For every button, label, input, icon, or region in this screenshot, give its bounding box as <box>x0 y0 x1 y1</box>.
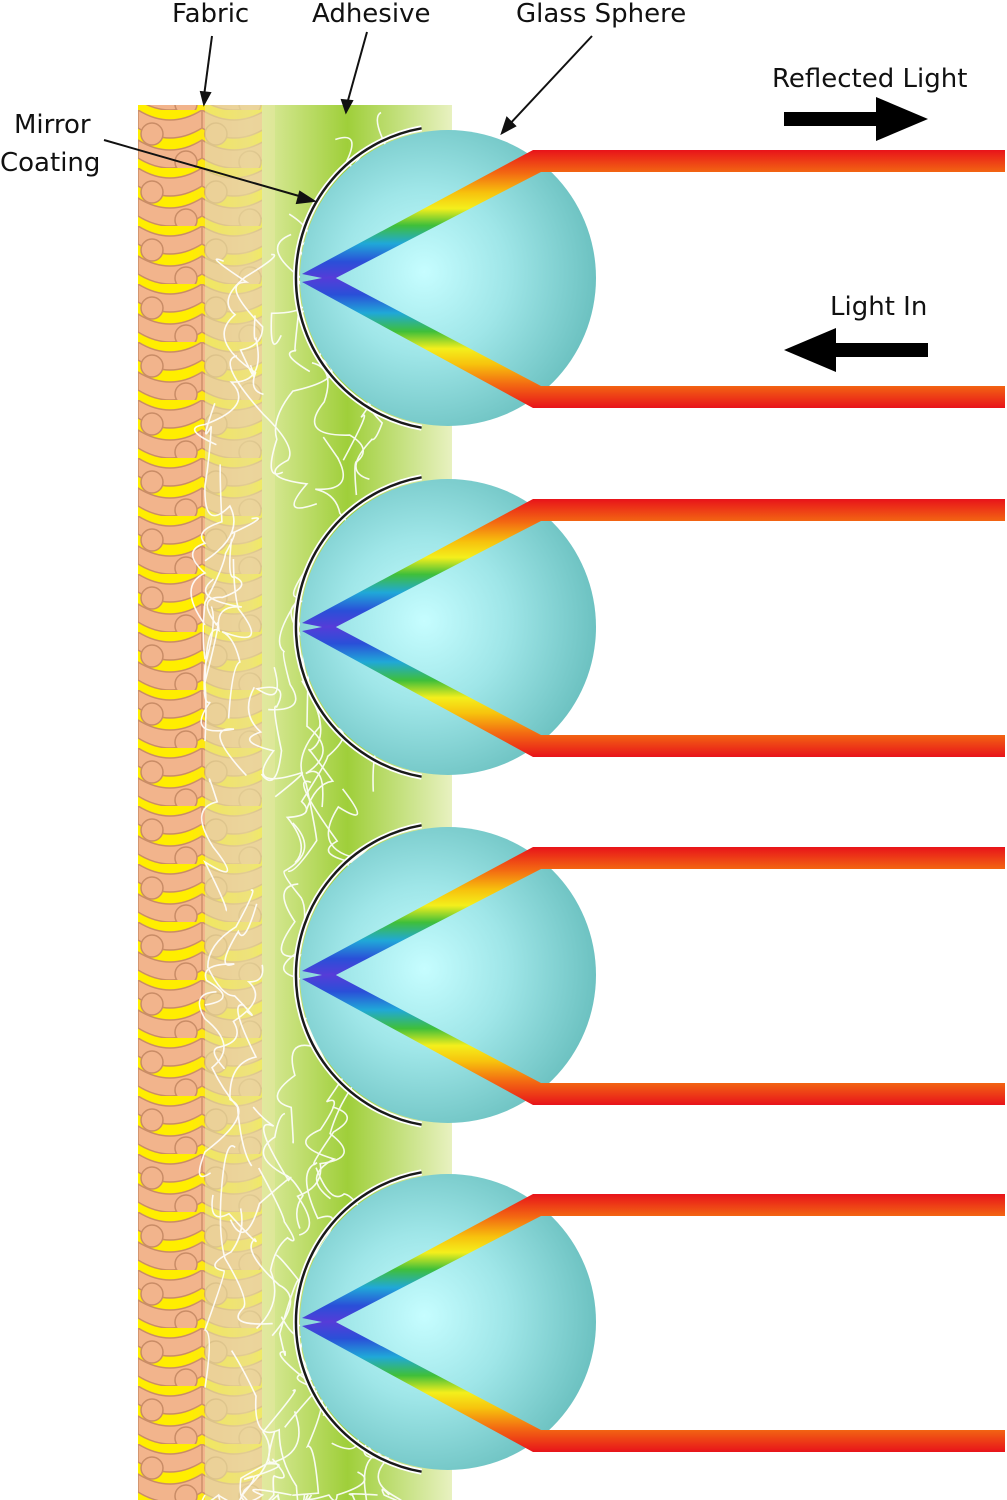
adhesive-fiber <box>287 680 321 873</box>
adhesive-fiber <box>305 1065 352 1200</box>
adhesive-fiber <box>204 903 258 1006</box>
adhesive-fiber <box>305 1106 349 1259</box>
adhesive-fiber <box>304 1471 366 1500</box>
mirror-coating <box>294 476 422 778</box>
incoming-ray <box>302 973 1005 1105</box>
label-glass-sphere: Glass Sphere <box>516 0 686 29</box>
mirror-coating <box>294 1171 422 1473</box>
leader-lines <box>103 31 593 205</box>
label-adhesive: Adhesive <box>312 0 430 29</box>
reflected-ray <box>302 1194 1005 1324</box>
label-mirror-line2: Coating <box>0 148 100 178</box>
adhesive-fiber <box>283 822 306 978</box>
adhesive-fiber <box>363 1430 403 1500</box>
label-light-in: Light In <box>830 292 927 322</box>
reflected-ray <box>302 150 1005 280</box>
adhesive-fiber <box>302 639 335 813</box>
adhesive-fiber <box>230 1350 306 1500</box>
adhesive-fiber <box>255 666 283 781</box>
adhesive-fiber <box>292 1370 324 1497</box>
adhesive-fiber <box>275 1254 307 1380</box>
adhesive-fiber <box>262 1112 304 1229</box>
adhesive-fiber <box>311 362 365 496</box>
adhesive-fiber <box>217 1411 300 1500</box>
adhesive-fiber <box>202 517 259 660</box>
glass-sphere <box>300 827 596 1123</box>
glass-sphere <box>300 479 596 775</box>
glass-spheres <box>292 125 596 1475</box>
adhesive-fiber <box>285 727 345 864</box>
adhesive-fiber <box>213 964 264 1070</box>
arrow-right-icon <box>784 97 928 141</box>
light-rays <box>302 150 1005 1452</box>
incoming-ray <box>302 625 1005 757</box>
adhesive-fiber <box>201 1389 296 1500</box>
mirror-coating <box>294 824 422 1126</box>
adhesive-fiber <box>204 578 243 742</box>
adhesive-fiber <box>268 1458 285 1500</box>
adhesive-fiber <box>296 1086 353 1236</box>
adhesive-fiber <box>255 1167 295 1330</box>
adhesive-fiber <box>239 1431 292 1500</box>
glass-sphere <box>300 130 596 426</box>
incoming-ray <box>302 276 1005 408</box>
label-reflected-light: Reflected Light <box>772 64 967 94</box>
adhesive-fiber <box>200 606 247 777</box>
reflected-ray <box>302 847 1005 977</box>
adhesive-fiber <box>190 464 223 626</box>
adhesive-fiber <box>215 258 264 378</box>
adhesive-fiber <box>198 991 253 1167</box>
adhesive-fiber <box>221 558 253 719</box>
incoming-ray <box>302 1320 1005 1452</box>
adhesive-fiber <box>198 1004 258 1178</box>
adhesive-fiber <box>268 565 310 711</box>
adhesive-fiber <box>229 355 318 509</box>
reflected-ray <box>302 499 1005 629</box>
adhesive-fiber <box>247 686 304 798</box>
adhesive-fiber <box>200 778 229 912</box>
label-mirror-line1: Mirror <box>14 110 91 140</box>
adhesive-fiber <box>206 889 254 1016</box>
adhesive-fiber <box>211 1194 292 1337</box>
label-fabric: Fabric <box>172 0 249 29</box>
adhesive-fiber <box>223 253 276 396</box>
glass-sphere <box>300 1174 596 1470</box>
adhesive-fiber <box>193 315 260 446</box>
adhesive-fiber <box>203 1208 243 1388</box>
adhesive-fiber <box>219 1145 273 1325</box>
mirror-coating <box>294 127 422 429</box>
arrow-left-icon <box>784 328 928 372</box>
adhesive-fiber <box>204 403 235 562</box>
adhesive-fiber <box>229 1106 292 1233</box>
